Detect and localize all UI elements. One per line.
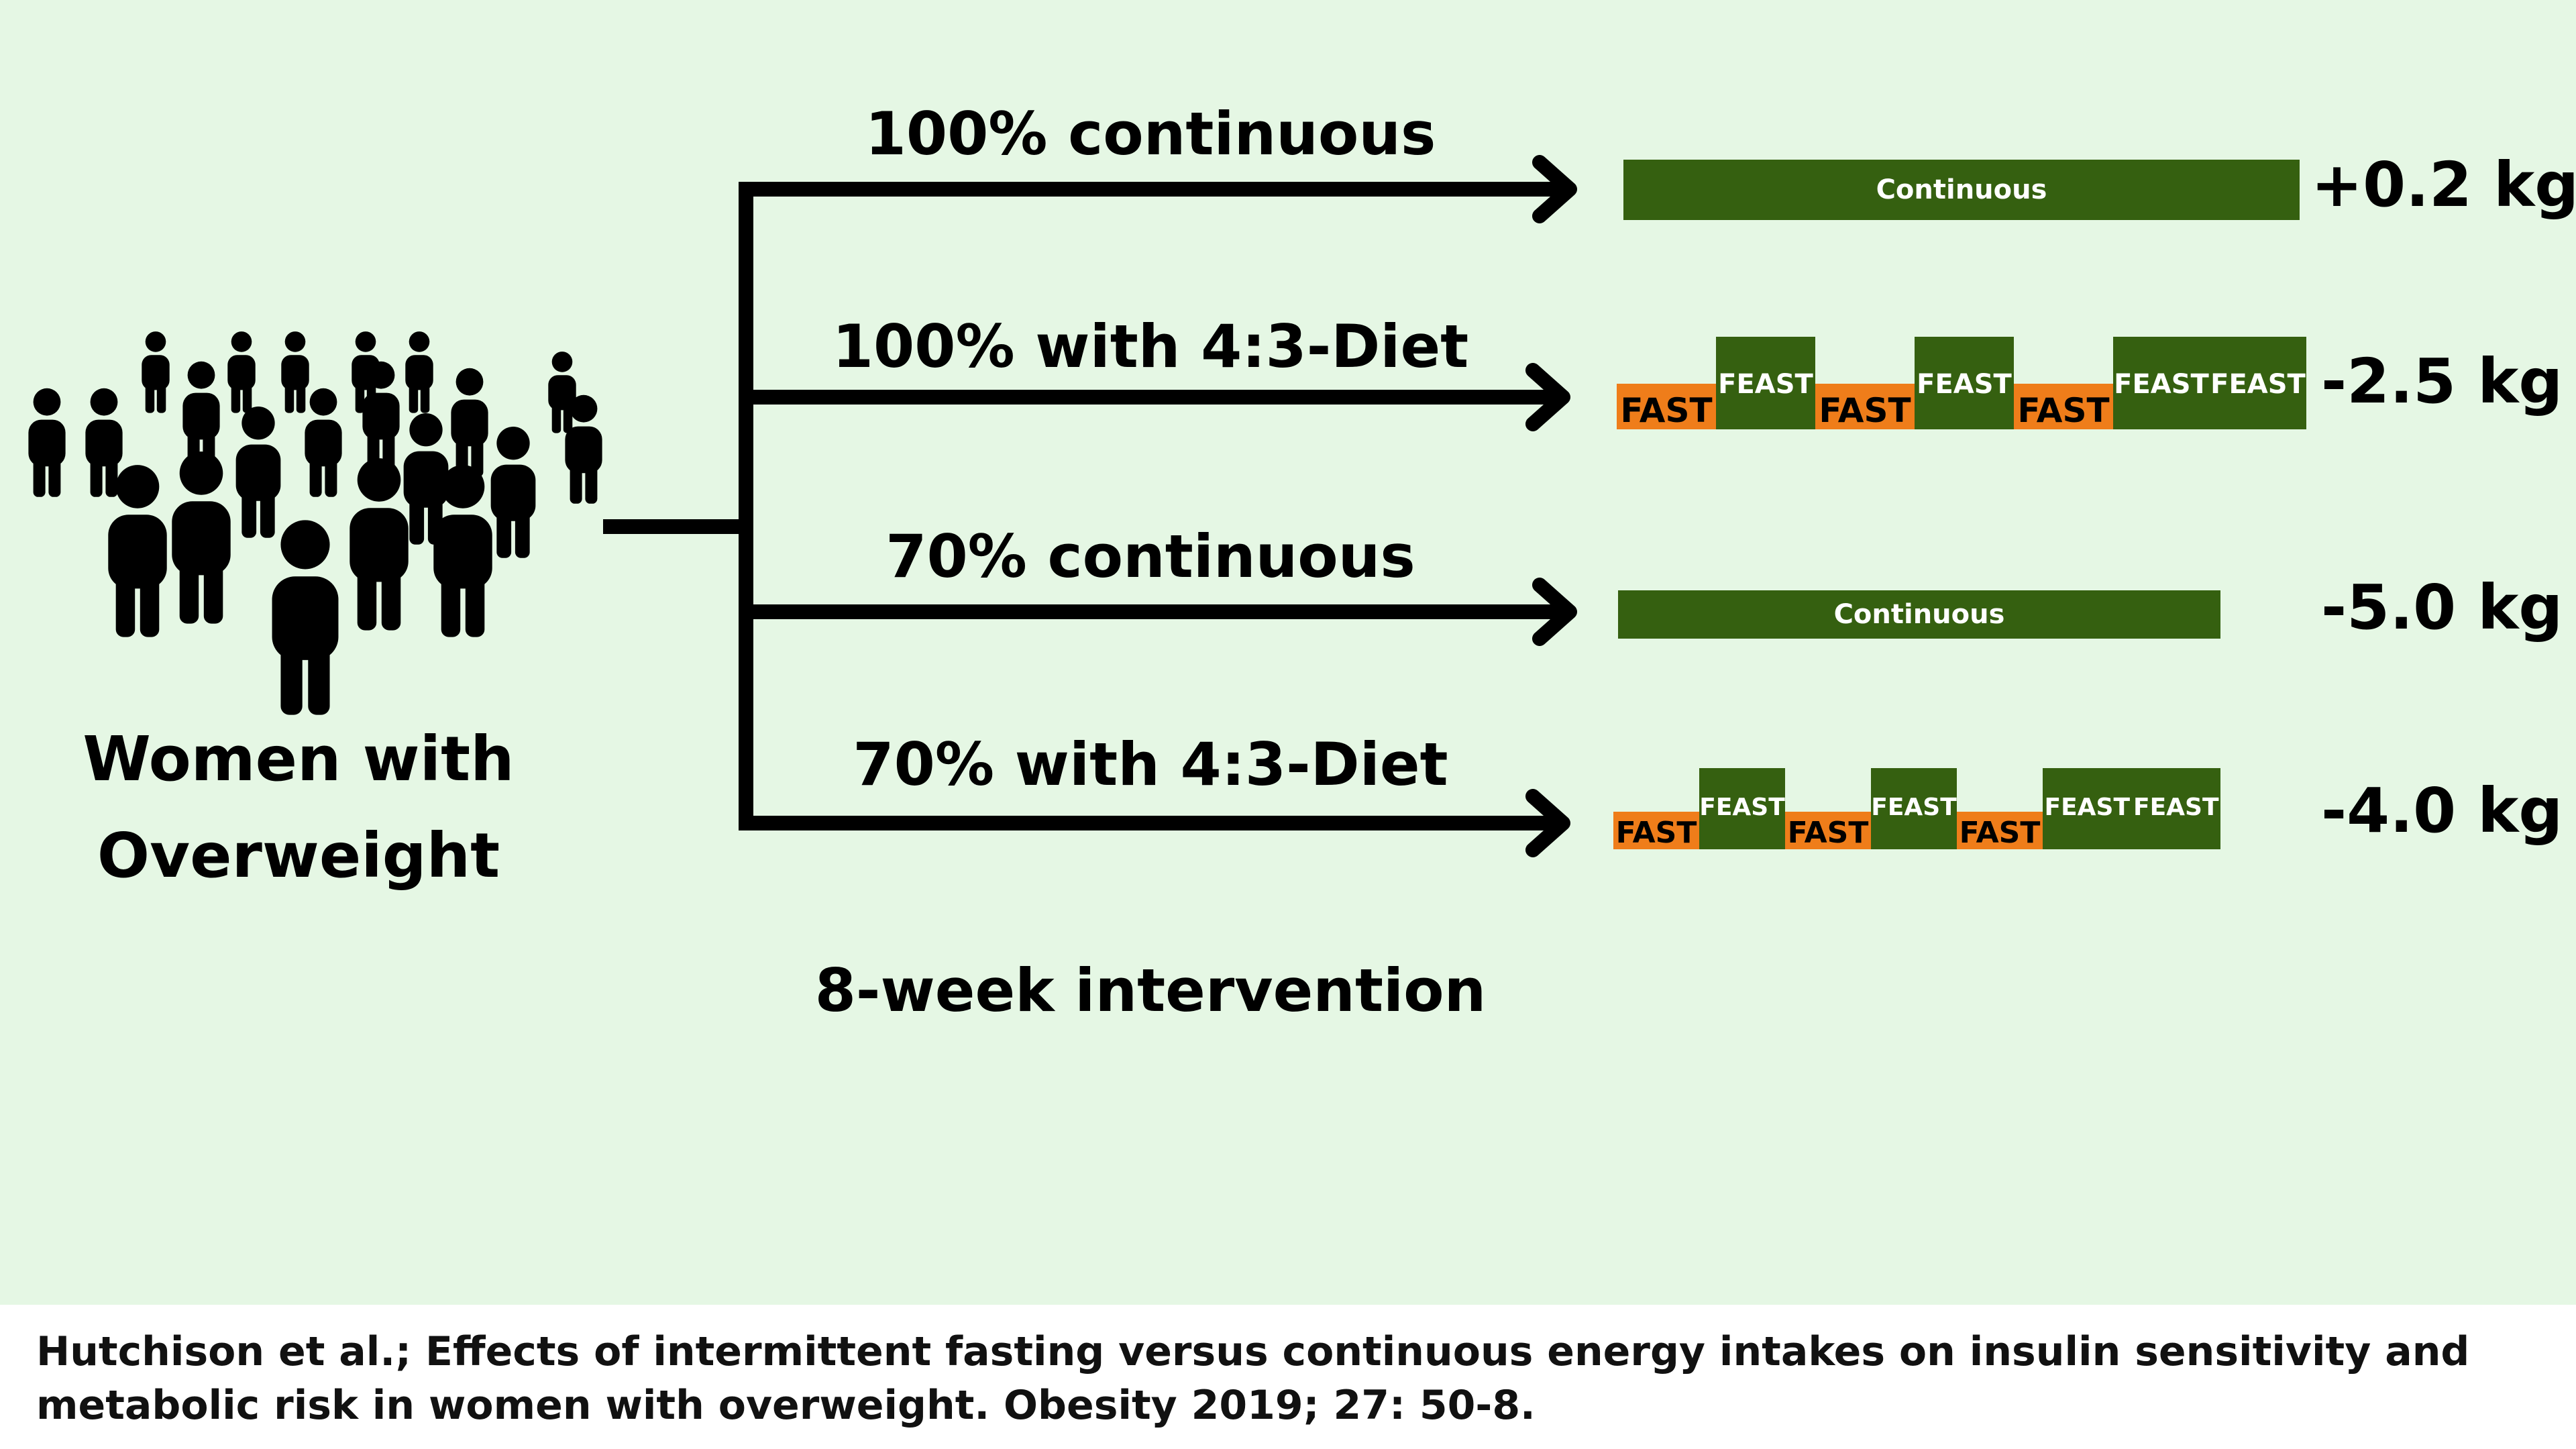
fast-block: FAST bbox=[2014, 384, 2113, 429]
arrow-right-icon bbox=[739, 155, 1577, 223]
weight-change-4: -4.0 kg bbox=[2321, 775, 2563, 847]
weight-change-2: -2.5 kg bbox=[2321, 345, 2563, 417]
feast-block: FEAST bbox=[1871, 768, 1957, 849]
arm-label-2: 100% with 4:3-Diet bbox=[832, 312, 1469, 381]
feast-block: FEAST bbox=[1915, 337, 2014, 429]
diagram-canvas: Women with Overweight 100 bbox=[0, 0, 2576, 1305]
population-label-line1: Women with bbox=[83, 723, 515, 795]
intervention-duration: 8-week intervention bbox=[814, 956, 1487, 1025]
citation-footer: Hutchison et al.; Effects of intermitten… bbox=[0, 1305, 2576, 1449]
arrow-right-icon bbox=[739, 363, 1570, 431]
fast-block: FAST bbox=[1617, 384, 1716, 429]
continuous-bar-label: Continuous bbox=[1833, 599, 2005, 630]
continuous-bar-label: Continuous bbox=[1876, 174, 2047, 205]
citation-text: Hutchison et al.; Effects of intermitten… bbox=[36, 1328, 2470, 1429]
continuous-bar-1: Continuous bbox=[1623, 160, 2300, 220]
fast-block: FAST bbox=[1815, 384, 1915, 429]
population-label: Women with Overweight bbox=[0, 711, 597, 904]
fast-block: FAST bbox=[1785, 812, 1871, 849]
population-label-line2: Overweight bbox=[97, 820, 500, 892]
feast-block: FEAST bbox=[1716, 337, 1815, 429]
arm-label-3: 70% continuous bbox=[885, 522, 1415, 591]
continuous-bar-2: Continuous bbox=[1618, 590, 2220, 639]
fast-block: FAST bbox=[1613, 812, 1699, 849]
branch-diagram bbox=[603, 155, 1577, 857]
feast-block: FEAST bbox=[1699, 768, 1785, 849]
weight-change-1: +0.2 kg bbox=[2311, 149, 2576, 221]
arrow-right-icon bbox=[739, 578, 1577, 646]
arrow-right-icon bbox=[739, 789, 1570, 857]
arm-label-1: 100% continuous bbox=[865, 99, 1436, 168]
fast-block: FAST bbox=[1957, 812, 2043, 849]
arm-label-4: 70% with 4:3-Diet bbox=[853, 730, 1448, 799]
weight-change-3: -5.0 kg bbox=[2321, 572, 2563, 643]
